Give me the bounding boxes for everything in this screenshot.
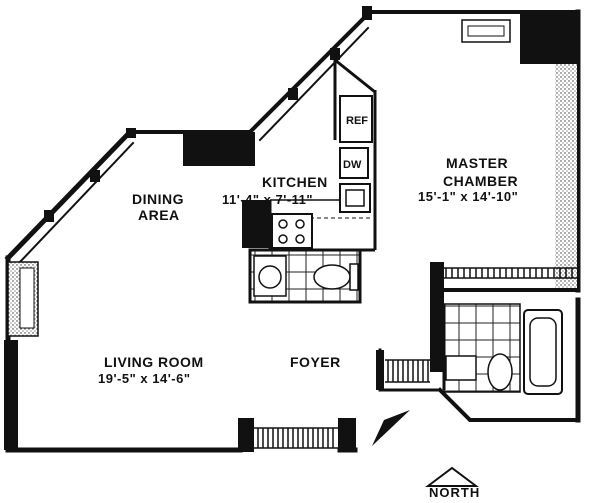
kitchen-sink <box>339 183 371 213</box>
ne-diagonal-wall <box>247 9 373 135</box>
dining-area-label-line1: DINING <box>132 191 184 207</box>
master-toilet-icon <box>487 353 513 391</box>
master-chamber-label-line2: CHAMBER <box>443 173 518 189</box>
refrigerator: REF <box>339 95 373 143</box>
kitchen-dimensions: 11'-4" x 7'-11" <box>222 192 313 207</box>
toilet-icon <box>313 264 351 290</box>
living-room-dimensions: 19'-5" x 14'-6" <box>98 371 191 386</box>
north-label: NORTH <box>429 485 480 500</box>
structural-columns <box>4 6 578 452</box>
foyer-label: FOYER <box>290 354 341 370</box>
window-segments <box>7 19 577 337</box>
hall-bathroom <box>248 248 362 304</box>
living-room-label: LIVING ROOM <box>104 354 204 370</box>
master-chamber-label-line1: MASTER <box>446 155 508 171</box>
entry-door <box>372 410 410 446</box>
stove <box>271 213 313 249</box>
nw-diagonal-wall <box>4 128 134 262</box>
dishwasher-label: DW <box>343 159 362 171</box>
master-chamber-dimensions: 15'-1" x 14'-10" <box>418 189 518 204</box>
master-bathroom <box>442 288 578 395</box>
north-arrow-icon <box>425 466 479 487</box>
closets <box>254 267 578 449</box>
refrigerator-label: REF <box>346 115 368 127</box>
dining-area-label-line2: AREA <box>138 207 180 223</box>
north-compass: NORTH <box>425 466 480 500</box>
dishwasher: DW <box>339 147 369 179</box>
bath-sink-icon <box>258 265 282 289</box>
kitchen-label: KITCHEN <box>262 174 328 190</box>
room-labels: DINING AREA KITCHEN 11'-4" x 7'-11" MAST… <box>98 155 518 386</box>
